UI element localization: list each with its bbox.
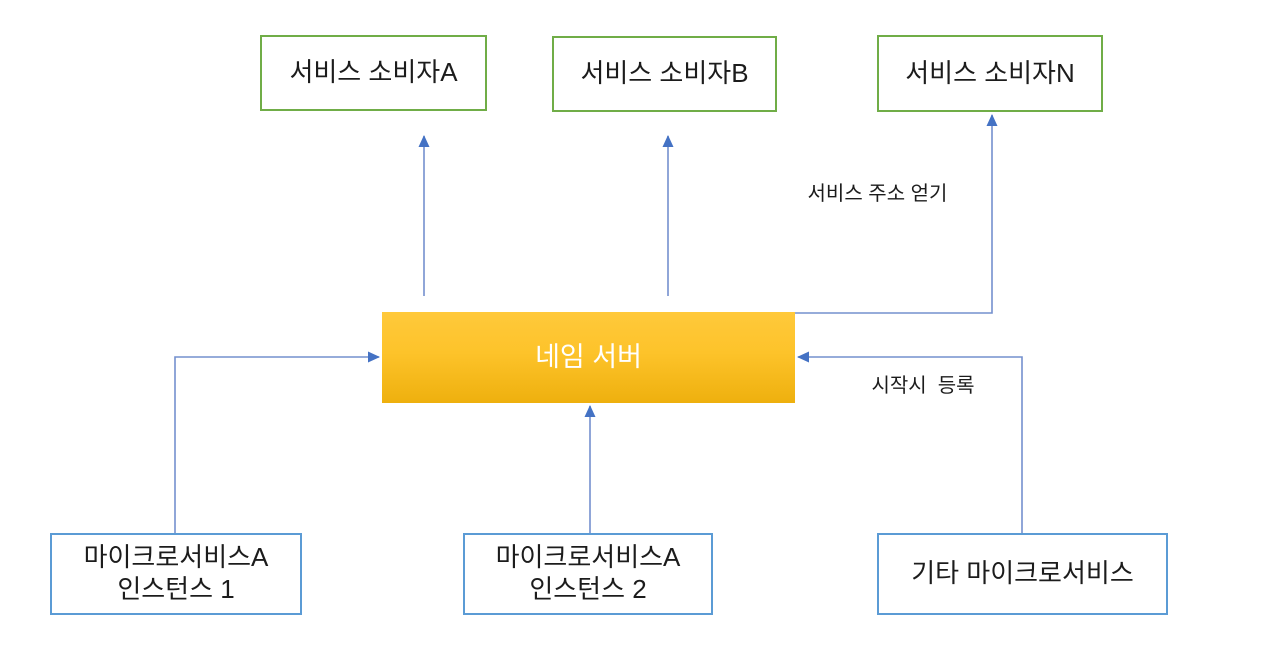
node-microservice-a-instance-2: 마이크로서비스A 인스턴스 2	[463, 533, 713, 615]
annotation-get-service-address: 서비스 주소 얻기	[807, 183, 948, 205]
node-other-microservices: 기타 마이크로서비스	[877, 533, 1168, 615]
connector-instance1-to-nameserver	[174, 351, 380, 533]
node-label: 기타 마이크로서비스	[911, 558, 1134, 589]
node-label: 서비스 소비자N	[905, 57, 1075, 88]
node-service-consumer-n: 서비스 소비자N	[877, 35, 1103, 112]
annotation-register-on-startup: 시작시 등록	[871, 375, 975, 397]
node-label-line1: 마이크로서비스A	[495, 542, 681, 573]
node-label-line2: 인스턴스 2	[529, 574, 647, 604]
node-label-line1: 마이크로서비스A	[83, 542, 269, 573]
node-name-server: 네임 서버	[382, 312, 795, 403]
node-label: 네임 서버	[535, 342, 642, 373]
connector-nameserver-to-consumer-n	[793, 114, 998, 314]
node-service-consumer-a: 서비스 소비자A	[260, 35, 487, 111]
node-label-line2: 인스턴스 1	[117, 574, 235, 604]
node-label: 서비스 소비자B	[580, 58, 749, 89]
node-microservice-a-instance-1: 마이크로서비스A 인스턴스 1	[50, 533, 302, 615]
node-service-consumer-b: 서비스 소비자B	[552, 36, 777, 112]
node-label: 서비스 소비자A	[289, 57, 458, 88]
